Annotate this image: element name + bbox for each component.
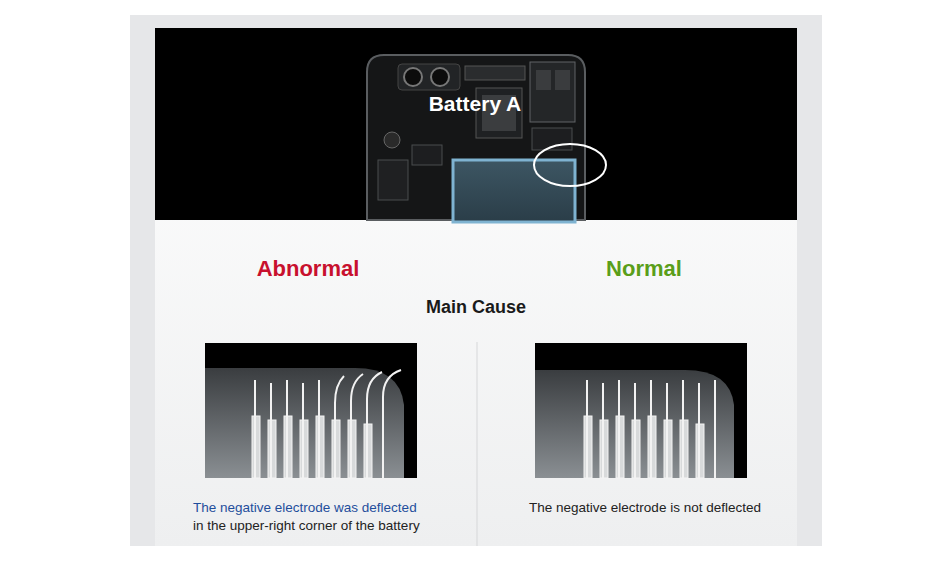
abnormal-cell-outline [205, 368, 404, 478]
caption-text: in the upper-right corner of the battery [193, 518, 420, 534]
electrode-tab [602, 383, 604, 478]
electrode-tab [698, 383, 700, 478]
electrode-tab [682, 380, 684, 478]
status-heading: Normal [606, 256, 682, 281]
electrode-tab [586, 380, 588, 478]
status-heading: Abnormal [257, 256, 360, 281]
electrode-tab [254, 380, 256, 478]
electrode-tab [367, 372, 382, 478]
electrode-tab [270, 383, 272, 478]
section-heading: Main Cause [426, 297, 526, 318]
electrode-tab [335, 376, 344, 478]
electrode-tab [286, 380, 288, 478]
electrode-tab [634, 383, 636, 478]
outer-panel [130, 15, 822, 546]
electrode-tab [666, 383, 668, 478]
abnormal-xray-panel [205, 343, 417, 478]
divider-line [477, 342, 478, 546]
inner-panel [155, 28, 797, 546]
battery-label: Battery A [429, 92, 522, 116]
phone-illustration [367, 55, 606, 222]
electrode-tab [714, 380, 716, 478]
caption-text: The negative electrode was deflected [193, 500, 417, 516]
normal-xray-panel [535, 343, 747, 478]
electrode-tab [383, 370, 401, 478]
electrode-tab [351, 374, 363, 478]
electrode-tab [302, 383, 304, 478]
electrode-tab [318, 380, 320, 478]
abnormal-electrodes [252, 370, 401, 478]
normal-cell-outline [535, 370, 734, 478]
electrode-tab [618, 380, 620, 478]
caption-text: The negative electrode is not deflected [529, 500, 761, 516]
normal-electrodes [584, 380, 715, 478]
electrode-tab [650, 380, 652, 478]
